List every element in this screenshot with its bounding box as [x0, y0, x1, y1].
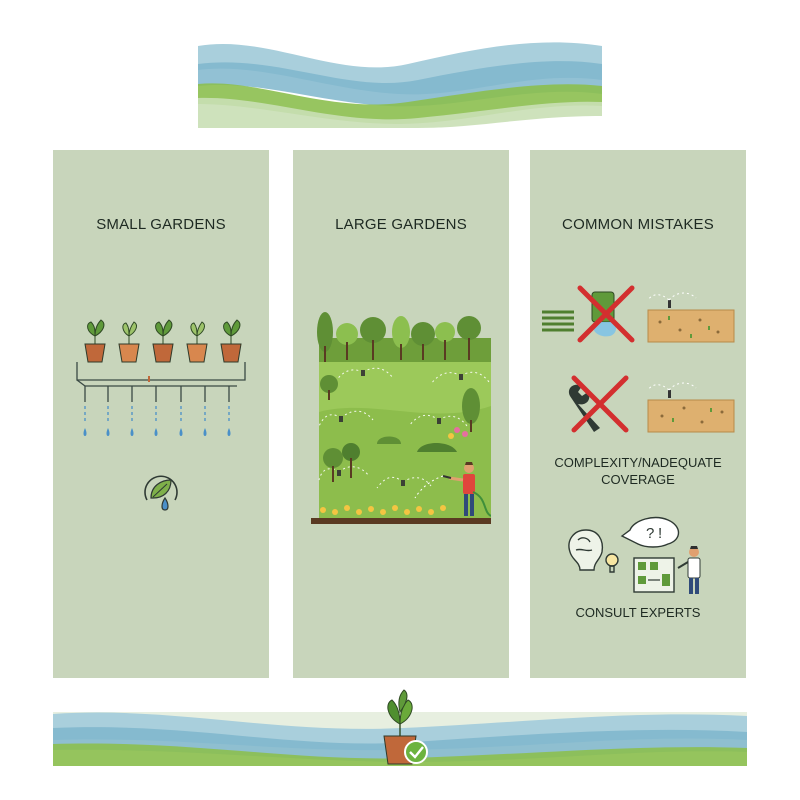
brain-idea-icon: ? ! [568, 516, 680, 573]
mistake-row-1 [542, 285, 735, 343]
no-hose-leak-icon [542, 285, 635, 343]
dry-soil-sprinkler-icon [647, 292, 735, 343]
small-gardens-panel: SMALL GARDENS [53, 150, 269, 678]
leaf-water-drop-icon [144, 475, 178, 511]
mistake-row-2 [568, 375, 735, 433]
consult-experts-label: CONSULT EXPERTS [575, 605, 701, 620]
drip-irrigation-icon [76, 362, 246, 424]
large-gardens-panel: LARGE GARDENS [293, 150, 509, 678]
tree-icon [317, 312, 491, 366]
sprinkler-icon [318, 367, 490, 489]
large-garden-illustration [311, 312, 491, 524]
expert-planner-icon [633, 546, 701, 594]
svg-text:?: ? [646, 525, 654, 542]
common-mistakes-title: COMMON MISTAKES [562, 216, 714, 233]
complexity-coverage-label: COMPLEXITY/NADEQUATE COVERAGE [554, 455, 722, 487]
flower-border [311, 505, 491, 524]
no-wrench-icon [568, 375, 629, 433]
dry-soil-sprinkler-icon [647, 382, 735, 433]
svg-text:!: ! [658, 525, 662, 542]
garden-trees [320, 375, 480, 482]
gardener-with-hose-icon [414, 462, 491, 517]
bottom-wave-banner [53, 689, 747, 766]
potted-plant-check-icon [383, 689, 428, 765]
drip-irrigation-illustration [76, 319, 246, 436]
top-wave-banner [198, 40, 602, 128]
potted-plant-icon [84, 319, 242, 363]
consult-experts-illustration: ? ! [568, 516, 701, 594]
large-gardens-title: LARGE GARDENS [335, 216, 467, 233]
small-gardens-title: SMALL GARDENS [96, 216, 226, 233]
common-mistakes-panel: COMMON MISTAKES [530, 150, 746, 678]
